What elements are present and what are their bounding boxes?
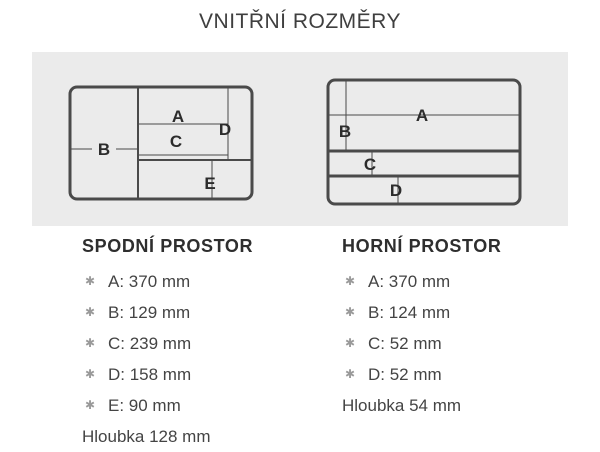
- top-label-c: C: [364, 155, 376, 174]
- bottom-label-b: B: [98, 140, 110, 159]
- top-label-d: D: [390, 181, 402, 200]
- top-label-b: B: [339, 122, 351, 141]
- compartment-diagrams: A B C D E A B C D: [68, 78, 522, 206]
- bottom-spec-list: ✱ A: 370 mm ✱ B: 129 mm ✱ C: 239 mm ✱ D: 158…: [82, 266, 253, 421]
- diagram-panel: A B C D E A B C D: [32, 52, 568, 226]
- top-compartment-diagram: [326, 78, 522, 206]
- top-spec-list: ✱ A: 370 mm ✱ B: 124 mm ✱ C: 52 mm ✱ D: 52 m…: [342, 266, 501, 390]
- top-label-a: A: [416, 106, 428, 125]
- top-compartment-specs: HORNÍ PROSTOR ✱ A: 370 mm ✱ B: 124 mm ✱ C: …: [342, 236, 501, 421]
- spec-value: B: 129 mm: [108, 303, 191, 322]
- asterisk-bullet-icon: ✱: [84, 274, 96, 288]
- spec-value: A: 370 mm: [108, 272, 191, 291]
- top-compartment-heading: HORNÍ PROSTOR: [342, 236, 502, 256]
- spec-value: D: 158 mm: [108, 365, 192, 384]
- spec-value: D: 52 mm: [368, 365, 442, 384]
- asterisk-bullet-icon: ✱: [344, 336, 356, 350]
- bottom-depth-text: Hloubka 128 mm: [82, 427, 211, 446]
- bottom-label-a: A: [172, 107, 184, 126]
- spec-value: B: 124 mm: [368, 303, 451, 322]
- asterisk-bullet-icon: ✱: [344, 305, 356, 319]
- list-item: ✱ A: 370 mm: [82, 266, 253, 297]
- bottom-label-d: D: [219, 120, 231, 139]
- bottom-compartment-heading: SPODNÍ PROSTOR: [82, 236, 254, 256]
- list-item: ✱ B: 124 mm: [342, 297, 501, 328]
- page-title: VNITŘNÍ ROZMĚRY: [199, 10, 401, 33]
- bottom-compartment-diagram: [68, 85, 254, 201]
- bottom-outer-box: [68, 85, 254, 201]
- spec-value: A: 370 mm: [368, 272, 451, 291]
- asterisk-bullet-icon: ✱: [84, 305, 96, 319]
- bottom-compartment-specs: SPODNÍ PROSTOR ✱ A: 370 mm ✱ B: 129 mm ✱ C:…: [82, 236, 253, 452]
- asterisk-bullet-icon: ✱: [84, 336, 96, 350]
- list-item: ✱ C: 239 mm: [82, 328, 253, 359]
- asterisk-bullet-icon: ✱: [344, 274, 356, 288]
- bottom-label-c: C: [170, 132, 182, 151]
- asterisk-bullet-icon: ✱: [84, 367, 96, 381]
- list-item: ✱ D: 158 mm: [82, 359, 253, 390]
- spec-value: E: 90 mm: [108, 396, 181, 415]
- asterisk-bullet-icon: ✱: [84, 398, 96, 412]
- list-item: ✱ D: 52 mm: [342, 359, 501, 390]
- list-item: ✱ A: 370 mm: [342, 266, 501, 297]
- top-outer-box: [326, 78, 522, 206]
- bottom-label-e: E: [204, 174, 215, 193]
- top-depth-text: Hloubka 54 mm: [342, 396, 462, 415]
- spec-value: C: 239 mm: [108, 334, 192, 353]
- list-item: ✱ E: 90 mm: [82, 390, 253, 421]
- asterisk-bullet-icon: ✱: [344, 367, 356, 381]
- list-item: ✱ B: 129 mm: [82, 297, 253, 328]
- list-item: ✱ C: 52 mm: [342, 328, 501, 359]
- spec-value: C: 52 mm: [368, 334, 442, 353]
